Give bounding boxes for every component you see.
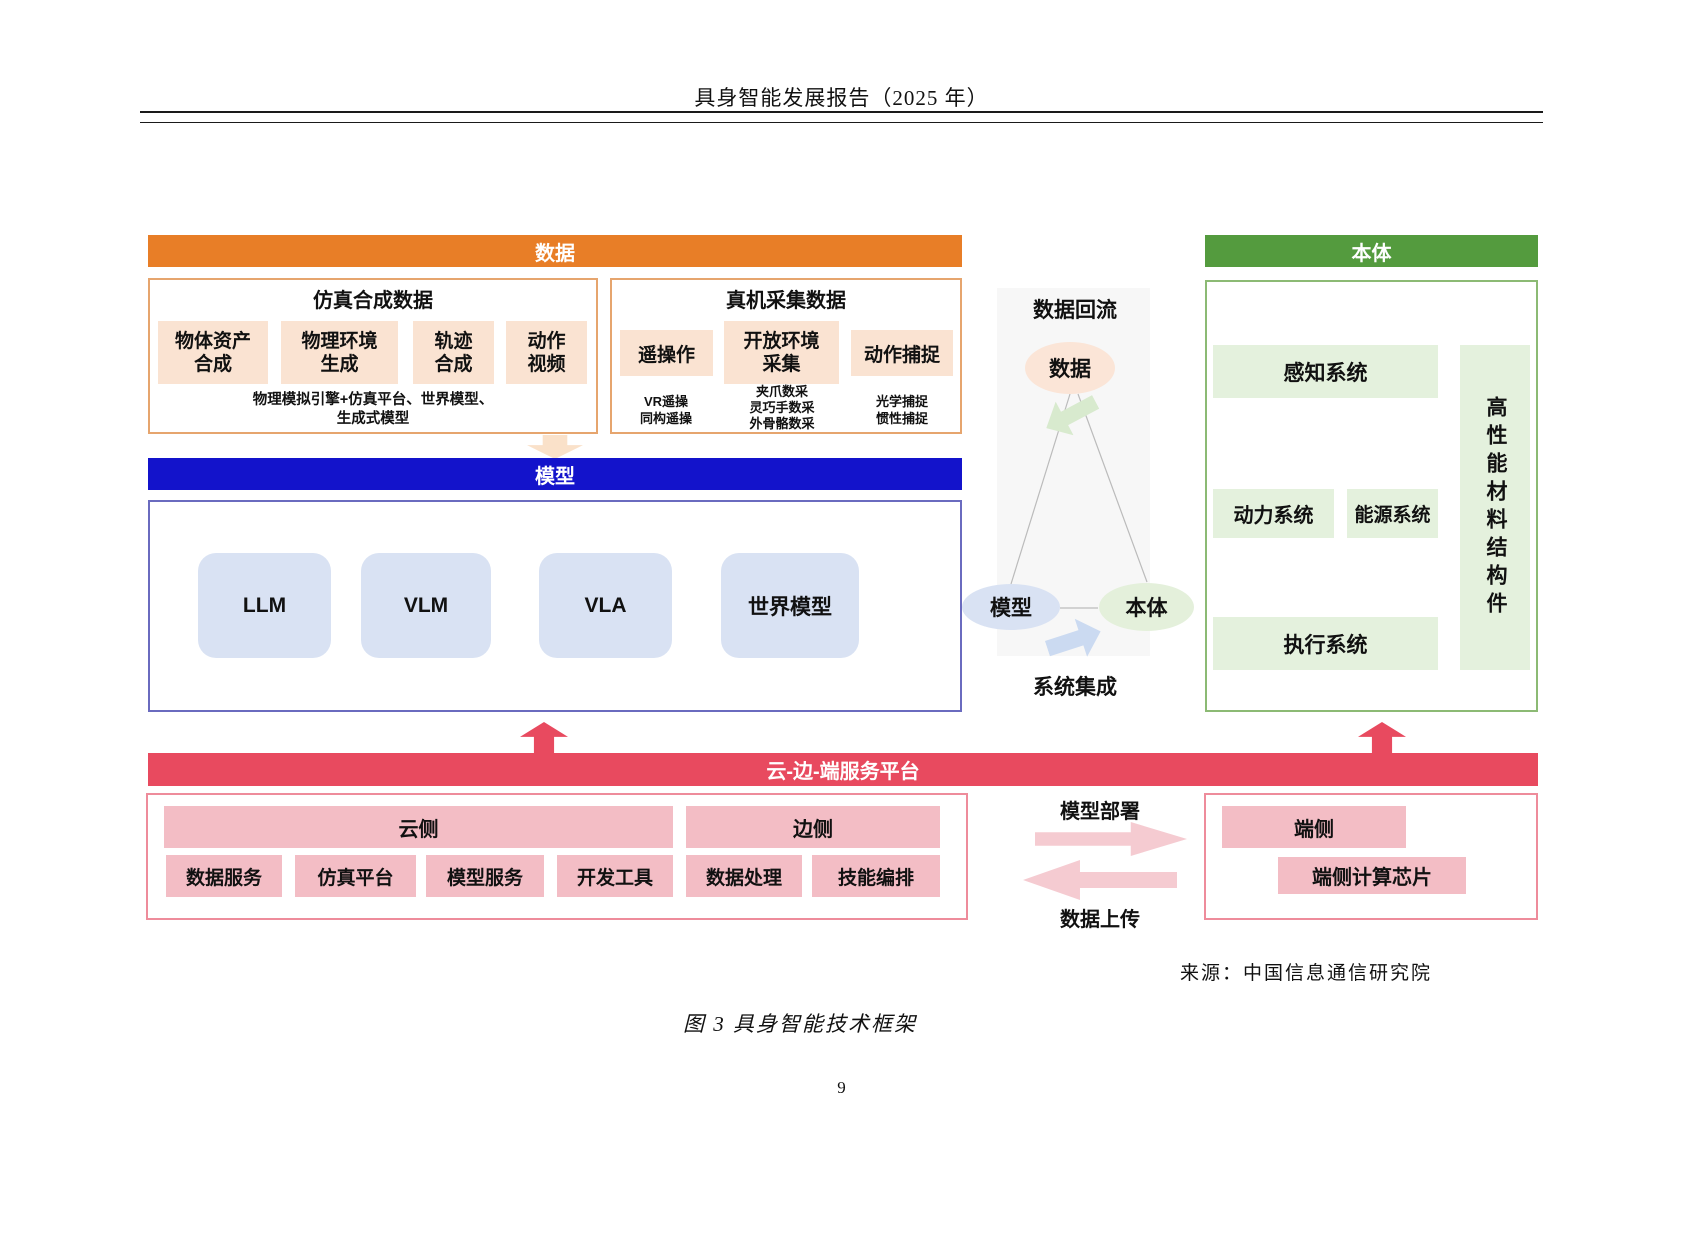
deploy-label: 模型部署 (1060, 800, 1140, 823)
edge-item-data-processing: 数据处理 (686, 855, 802, 897)
cloud-item-sim-platform: 仿真平台 (295, 855, 416, 897)
real-item-motion-capture: 动作捕捉 (851, 330, 953, 376)
model-item-vla: VLA (539, 553, 672, 658)
page-header-title: 具身智能发展报告（2025 年） (694, 86, 989, 110)
body-item-execution: 执行系统 (1213, 617, 1438, 670)
upload-label: 数据上传 (1060, 908, 1140, 931)
upload-arrow-icon (1023, 860, 1177, 900)
loop-bottom-label: 系统集成 (1033, 676, 1117, 699)
real-item-teleoperation: 遥操作 (620, 330, 713, 376)
data-section-header: 数据 (148, 235, 962, 267)
header-rule-thick (140, 111, 1543, 113)
deploy-arrow-icon (1035, 822, 1187, 856)
sim-data-title: 仿真合成数据 (313, 289, 433, 312)
sim-item-environment: 物理环境 生成 (281, 321, 398, 384)
cloud-item-dev-tools: 开发工具 (557, 855, 673, 897)
device-header: 端侧 (1222, 806, 1406, 848)
body-item-energy: 能源系统 (1347, 489, 1438, 538)
figure-caption: 图 3 具身智能技术框架 (683, 1012, 917, 1036)
sim-data-note: 物理模拟引擎+仿真平台、世界模型、 生成式模型 (252, 392, 494, 427)
cloud-item-model-service: 模型服务 (426, 855, 544, 897)
up-arrow-left-icon (520, 722, 568, 753)
platform-section-header: 云-边-端服务平台 (148, 753, 1538, 786)
page-number: 9 (837, 1078, 846, 1097)
up-arrow-right-icon (1358, 722, 1406, 753)
device-item-chip: 端侧计算芯片 (1278, 857, 1466, 894)
model-item-world-model: 世界模型 (721, 553, 859, 658)
body-item-power: 动力系统 (1213, 489, 1334, 538)
body-item-perception: 感知系统 (1213, 345, 1438, 398)
model-item-llm: LLM (198, 553, 331, 658)
cloud-header: 云侧 (164, 806, 673, 848)
real-sub-open-env: 夹爪数采 灵巧手数采 外骨骼数采 (749, 384, 815, 431)
source-note: 来源：中国信息通信研究院 (1179, 963, 1432, 984)
real-sub-teleoperation: VR遥操 同构遥操 (639, 394, 692, 426)
model-section-header: 模型 (148, 458, 962, 490)
real-sub-motion-capture: 光学捕捉 惯性捕捉 (875, 394, 928, 426)
loop-node-body: 本体 (1099, 583, 1194, 631)
loop-top-label: 数据回流 (1033, 299, 1117, 322)
real-item-open-env: 开放环境 采集 (724, 321, 839, 384)
edge-item-skill-orchestration: 技能编排 (812, 855, 940, 897)
edge-header: 边侧 (686, 806, 940, 848)
cloud-item-data-service: 数据服务 (166, 855, 282, 897)
loop-node-model: 模型 (962, 584, 1060, 630)
body-section-header: 本体 (1205, 235, 1538, 267)
sim-item-action-video: 动作 视频 (506, 321, 587, 384)
real-data-title: 真机采集数据 (726, 289, 846, 312)
model-item-vlm: VLM (361, 553, 491, 658)
sim-item-trajectory: 轨迹 合成 (413, 321, 494, 384)
loop-node-data: 数据 (1025, 342, 1115, 394)
down-arrow-icon (527, 435, 583, 459)
body-item-material: 高性能材料结构件 (1460, 345, 1530, 670)
header-rule-thin (140, 122, 1543, 123)
sim-item-asset: 物体资产 合成 (158, 321, 268, 384)
